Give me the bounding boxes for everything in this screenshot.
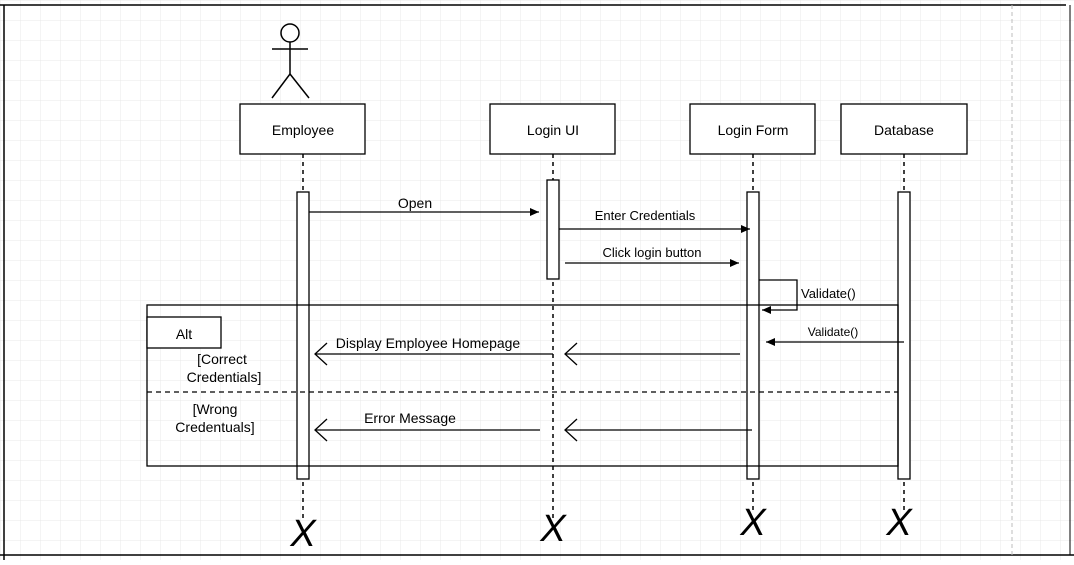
alt-operator-label: Alt <box>176 326 192 342</box>
message-error-label: Error Message <box>364 410 456 426</box>
participant-login-form-label: Login Form <box>718 122 789 138</box>
message-enter-credentials-label: Enter Credentials <box>595 208 696 223</box>
message-validate-self-label: Validate() <box>801 286 856 301</box>
message-error[interactable]: Error Message <box>314 410 752 442</box>
message-enter-credentials[interactable]: Enter Credentials <box>559 208 750 233</box>
guard-correct-line1: [Correct <box>197 351 247 367</box>
participant-login-form[interactable]: Login Form <box>689 103 816 155</box>
activation-login-ui[interactable] <box>546 179 560 280</box>
message-display-homepage[interactable]: Display Employee Homepage <box>314 335 740 366</box>
participant-database-label: Database <box>874 122 934 138</box>
destroy-database-icon: X <box>885 502 913 544</box>
guard-wrong-line1: [Wrong <box>193 401 238 417</box>
message-validate-self[interactable]: Validate() <box>759 279 856 314</box>
activation-login-form[interactable] <box>746 191 760 480</box>
actor-figure-icon <box>271 23 310 99</box>
message-open-label: Open <box>398 195 432 211</box>
alt-fragment[interactable]: Alt [Correct Credentials] [Wrong Credent… <box>146 304 899 467</box>
guard-correct-line2: Credentials] <box>187 369 262 385</box>
destroy-employee-icon: X <box>289 513 317 555</box>
guard-wrong-line2: Credentuals] <box>175 419 254 435</box>
alt-operator-box <box>146 316 222 349</box>
alt-fragment-frame <box>146 304 899 467</box>
message-click-login-label: Click login button <box>603 245 702 260</box>
destroy-login-ui-icon: X <box>539 508 567 550</box>
message-validate-db-label: Validate() <box>808 325 858 339</box>
participant-employee[interactable]: Employee <box>239 103 366 155</box>
message-click-login[interactable]: Click login button <box>565 245 739 267</box>
message-validate-db[interactable]: Validate() <box>766 325 904 346</box>
activation-database[interactable] <box>897 191 911 480</box>
participant-login-ui-label: Login UI <box>527 122 579 138</box>
message-display-homepage-label: Display Employee Homepage <box>336 335 521 351</box>
destroy-login-form-icon: X <box>739 502 767 544</box>
activation-employee[interactable] <box>296 191 310 480</box>
participant-database[interactable]: Database <box>840 103 968 155</box>
message-open[interactable]: Open <box>309 195 539 216</box>
participant-employee-label: Employee <box>272 122 334 138</box>
participant-login-ui[interactable]: Login UI <box>489 103 616 155</box>
